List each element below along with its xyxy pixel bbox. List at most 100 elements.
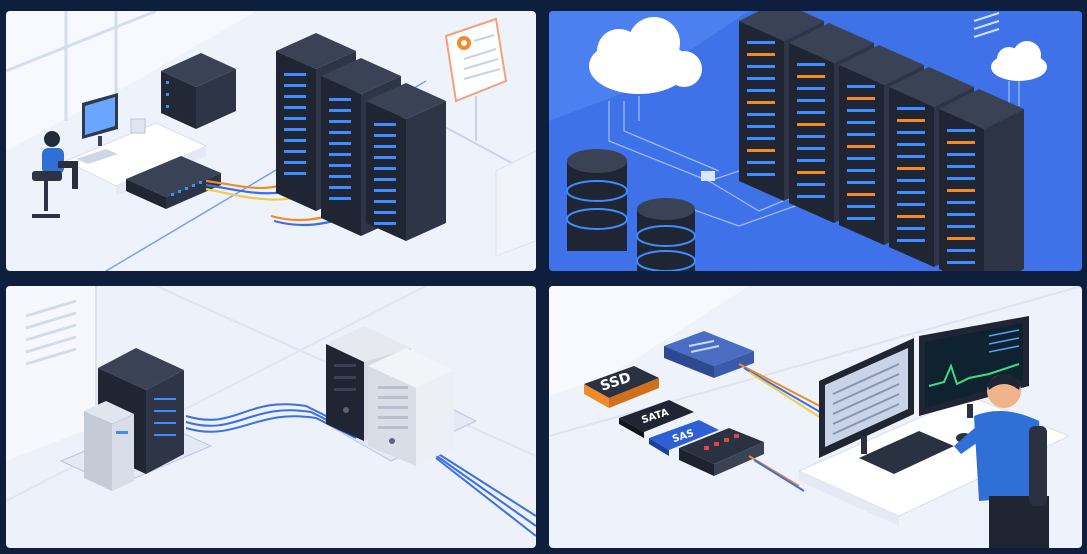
rack-led — [329, 153, 351, 156]
rack-led — [947, 261, 975, 264]
rack-led — [747, 149, 775, 152]
rack-led — [847, 193, 875, 196]
rack-led — [329, 131, 351, 134]
rack-led — [747, 53, 775, 56]
rack-led — [897, 119, 925, 122]
rack-led — [747, 77, 775, 80]
left-wall — [549, 286, 749, 396]
rack-led — [747, 137, 775, 140]
person-operator — [954, 373, 1049, 548]
rack-led — [897, 239, 925, 242]
rack-led — [797, 123, 825, 126]
floor-line — [549, 286, 1082, 437]
rack-led — [897, 107, 925, 110]
rack-led — [897, 203, 925, 206]
workstation-scene: SSD SATA SAS — [549, 286, 1082, 548]
cloud-small-icon — [991, 41, 1047, 81]
rack-led — [947, 201, 975, 204]
rack-led — [897, 179, 925, 182]
rack-led — [329, 120, 351, 123]
rack-led — [797, 135, 825, 138]
wall-chart — [444, 17, 508, 141]
rack-led — [284, 106, 306, 109]
rack-led — [797, 183, 825, 186]
office-scene — [6, 11, 536, 271]
rack-led — [847, 97, 875, 100]
monitor-left — [819, 338, 914, 458]
side-cabinet — [495, 150, 536, 257]
rack-led — [847, 145, 875, 148]
rack-led — [284, 161, 306, 164]
rack-led — [847, 121, 875, 124]
rack-led — [897, 191, 925, 194]
rack-led — [284, 73, 306, 76]
keyboard — [76, 149, 118, 164]
rack-led — [284, 139, 306, 142]
network-switch-top — [664, 331, 754, 378]
rack-led — [374, 123, 396, 126]
rack-led — [947, 141, 975, 144]
rack-led — [797, 75, 825, 78]
rack-led — [947, 177, 975, 180]
rack-led — [374, 156, 396, 159]
storage-enclosure — [679, 428, 764, 476]
rack-led — [897, 227, 925, 230]
window-frame — [6, 11, 157, 121]
panel-monitoring-workstation: SSD SATA SAS — [549, 286, 1082, 548]
rack-led — [797, 195, 825, 198]
wall-vents — [25, 299, 77, 366]
rack-led — [329, 197, 351, 200]
rack-led — [374, 211, 396, 214]
rack-led — [747, 101, 775, 104]
server-racks — [276, 33, 446, 241]
sas-drive: SAS — [649, 420, 719, 456]
rack-led — [747, 161, 775, 164]
rack-led — [847, 217, 875, 220]
rack-led — [897, 131, 925, 134]
rack-led — [374, 178, 396, 181]
rack-led — [797, 171, 825, 174]
rack-led — [374, 167, 396, 170]
server-cables — [185, 403, 536, 537]
wall-lines — [973, 12, 1000, 38]
datacenter-racks — [739, 11, 1024, 271]
rack-led — [847, 133, 875, 136]
rack-leds — [284, 73, 396, 225]
rack-led — [374, 200, 396, 203]
rack-led — [374, 145, 396, 148]
rack-led — [374, 189, 396, 192]
rack-led — [947, 237, 975, 240]
sata-drive: SATA — [619, 400, 694, 438]
rack-led — [284, 150, 306, 153]
rack-led — [374, 222, 396, 225]
panel-server-connection — [6, 286, 536, 548]
rack-led — [747, 113, 775, 116]
rack-led — [747, 89, 775, 92]
rack-led — [947, 189, 975, 192]
rack-led — [947, 249, 975, 252]
desk-monitor — [82, 93, 118, 146]
rack-led — [797, 63, 825, 66]
rack-led — [284, 117, 306, 120]
rack-led — [797, 87, 825, 90]
rack-led — [847, 205, 875, 208]
panel-cloud-datacenter — [549, 11, 1082, 271]
rack-led — [847, 85, 875, 88]
rack-led — [284, 95, 306, 98]
rack-led — [284, 84, 306, 87]
small-server-stack — [161, 53, 236, 129]
connection-scene — [6, 286, 536, 537]
rack-led — [897, 215, 925, 218]
rack-led — [947, 153, 975, 156]
rack-led — [329, 164, 351, 167]
cloud-scene — [549, 11, 1082, 271]
rack-led — [897, 155, 925, 158]
rack-led — [947, 213, 975, 216]
rack-led — [329, 142, 351, 145]
rack-led — [797, 99, 825, 102]
tower-server-white — [368, 348, 454, 466]
tower-server-grey — [84, 401, 134, 491]
rack-led — [747, 65, 775, 68]
cloud-large-icon — [589, 17, 702, 94]
